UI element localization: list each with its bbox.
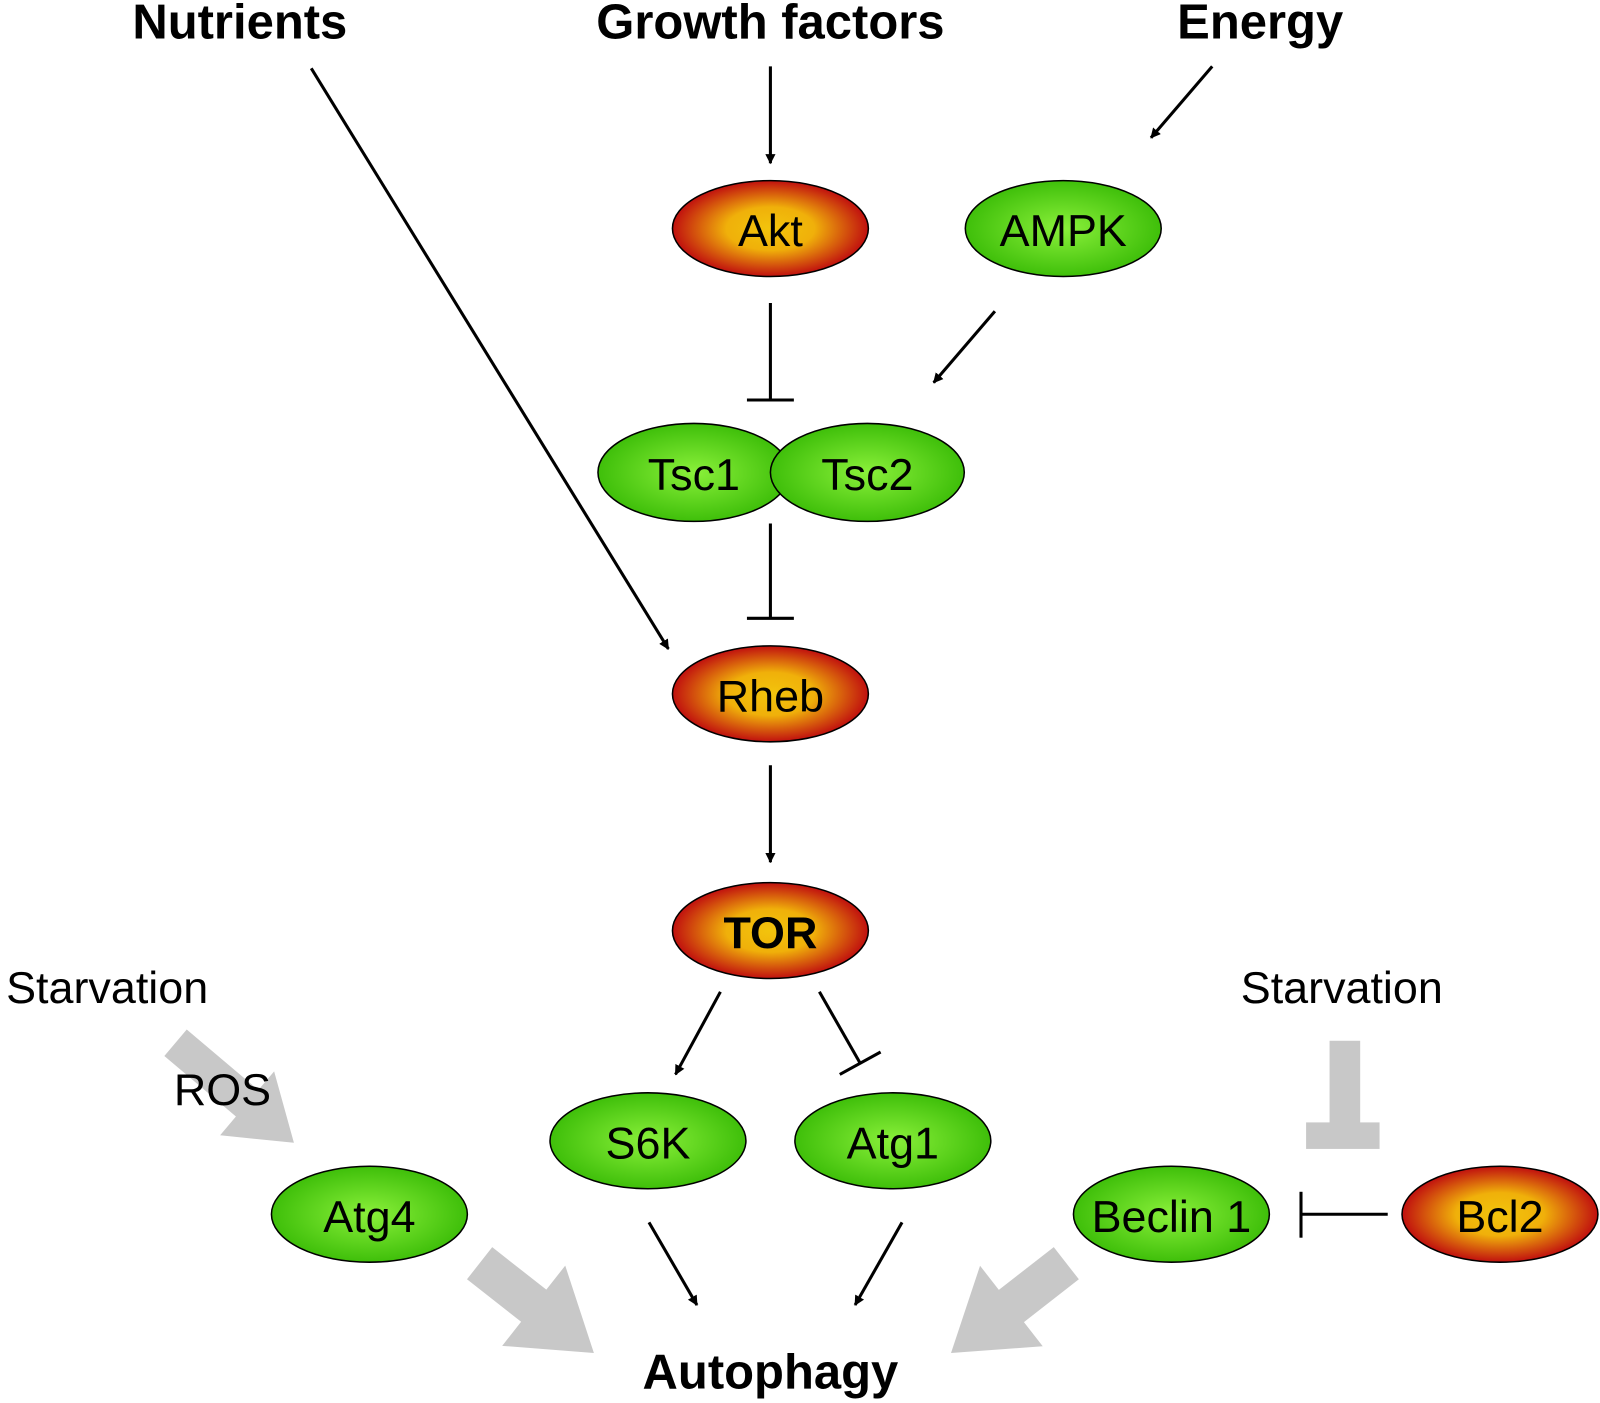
node-tsc2: Tsc2 (769, 422, 966, 523)
node-s6k: S6K (549, 1092, 747, 1190)
node-label: Atg4 (323, 1191, 415, 1242)
input-growth-factors: Growth factors (596, 0, 944, 49)
node-beclin1: Beclin 1 (1072, 1165, 1271, 1263)
node-akt: Akt (671, 179, 870, 278)
node-tsc1: Tsc1 (597, 422, 791, 523)
node-label: Tsc1 (648, 449, 740, 500)
edge-energy-ampk (1149, 65, 1214, 139)
node-label: TOR (723, 907, 817, 958)
node-label: Rheb (717, 670, 824, 721)
node-ampk: AMPK (964, 179, 1162, 278)
node-rheb: Rheb (671, 645, 870, 743)
gray-arrow-atg4-autophagy (466, 1247, 594, 1354)
node-label: Bcl2 (1456, 1191, 1543, 1242)
node-atg1: Atg1 (794, 1092, 992, 1190)
edge-ampk-tsc2 (932, 310, 997, 384)
gray-arrows (164, 1029, 1079, 1354)
edge-s6k-autophagy (647, 1221, 699, 1306)
gray-arrow-beclin1-autophagy (951, 1247, 1079, 1354)
node-label: Akt (738, 205, 803, 256)
label-ros: ROS (174, 1064, 271, 1115)
node-label: Atg1 (847, 1117, 939, 1168)
inhibit-bar (839, 1050, 882, 1076)
node-label: Tsc2 (821, 449, 913, 500)
node-tor: TOR (671, 881, 870, 980)
node-label: S6K (606, 1117, 691, 1168)
edges (309, 65, 1388, 1306)
node-atg4: Atg4 (270, 1165, 469, 1263)
node-bcl2: Bcl2 (1401, 1165, 1599, 1263)
edge-atg1-autophagy (853, 1221, 904, 1306)
starvation-inhibit-beclin-gray (1306, 1040, 1380, 1149)
node-label: AMPK (1000, 205, 1127, 256)
edge-nutrients-rheb (309, 67, 670, 650)
output-autophagy: Autophagy (643, 1345, 899, 1399)
label-starvation-left: Starvation (6, 962, 208, 1013)
node-label: Beclin 1 (1092, 1191, 1252, 1242)
input-nutrients: Nutrients (132, 0, 347, 49)
gray-arrow-starvation-ros-atg4 (164, 1029, 294, 1143)
edge-tor-inhibits-atg1 (818, 991, 862, 1064)
input-energy: Energy (1177, 0, 1343, 49)
edge-tor-s6k (674, 991, 722, 1076)
label-starvation-right: Starvation (1241, 962, 1443, 1013)
